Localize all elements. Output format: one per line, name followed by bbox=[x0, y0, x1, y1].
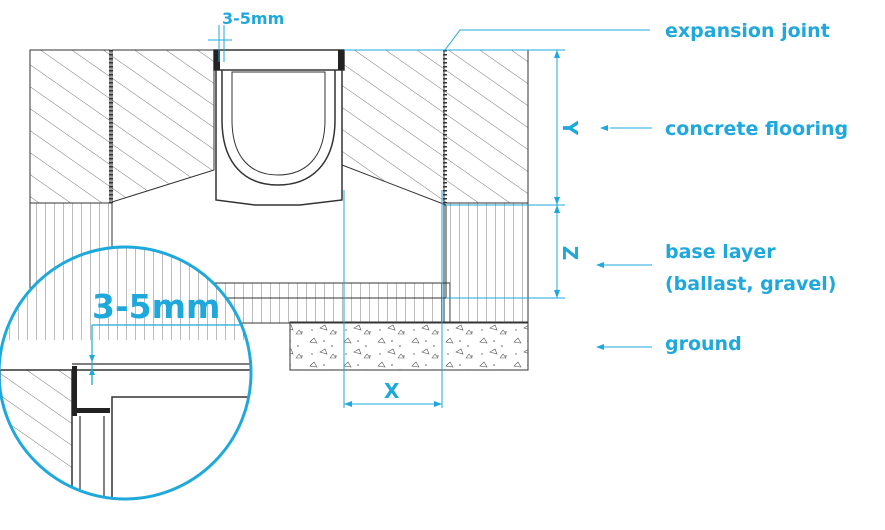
grating bbox=[213, 49, 345, 71]
base-layer-right bbox=[443, 202, 529, 324]
concrete-flooring-label: concrete flooring bbox=[665, 118, 848, 140]
expansion-joint-label: expansion joint bbox=[665, 20, 830, 42]
grating-frame-right bbox=[338, 50, 344, 70]
accent-lines bbox=[208, 25, 652, 408]
dim-x-label: X bbox=[384, 379, 400, 403]
dim-z-label: Z bbox=[558, 246, 582, 261]
ground-layer bbox=[289, 321, 529, 371]
ground-label: ground bbox=[665, 333, 742, 355]
channel-inner-profile bbox=[221, 67, 336, 186]
grating-frame-left bbox=[214, 50, 220, 70]
channel-inner-profile-2 bbox=[231, 71, 326, 176]
expansion-joint-leader bbox=[444, 29, 650, 51]
concrete-slab-far-right bbox=[443, 49, 529, 204]
base-layer-sublabel: (ballast, gravel) bbox=[665, 273, 836, 295]
detail-circle-border bbox=[0, 245, 253, 501]
top-gap-label: 3-5mm bbox=[222, 9, 284, 28]
zoom-gap-label: 3-5mm bbox=[92, 287, 220, 326]
dim-y-label: Y bbox=[558, 120, 582, 136]
zoom-gap-arrows bbox=[89, 355, 95, 375]
arrowheads bbox=[344, 50, 608, 407]
concrete-slab-far-left bbox=[29, 49, 111, 204]
base-layer-label: base layer bbox=[665, 241, 776, 263]
